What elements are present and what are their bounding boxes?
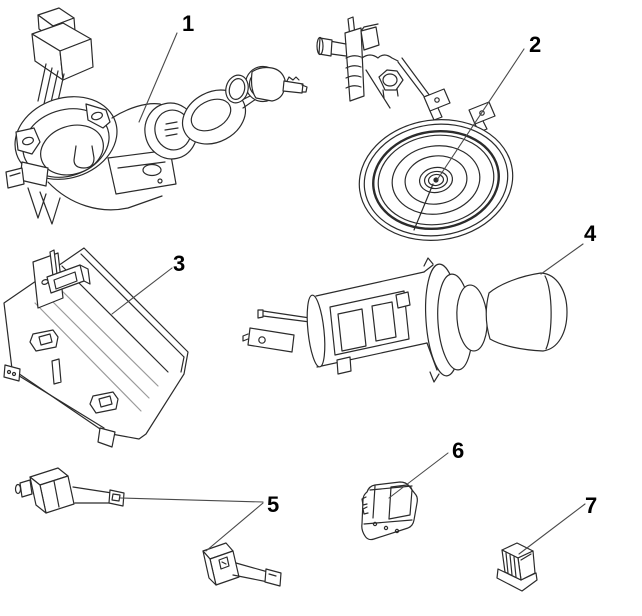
column-clamp (14, 96, 118, 180)
keys-on-ring (181, 65, 308, 145)
part-label-4: 4 (584, 221, 597, 246)
module-clips (29, 329, 119, 414)
leader-line-4 (540, 243, 584, 275)
part-label-2: 2 (529, 32, 541, 57)
part-drawing-horn: 2 (316, 16, 541, 241)
part-drawing-switch-6: 6 (361, 438, 464, 541)
part-drawing-control-module: 3 (3, 247, 189, 448)
lock-housing (5, 103, 177, 225)
leader-line-2 (436, 48, 525, 181)
part-label-6: 6 (452, 438, 464, 463)
lighter-body (306, 257, 440, 383)
lighter-flange (424, 263, 488, 377)
horn-disc (358, 119, 514, 241)
part-label-5: 5 (267, 492, 279, 517)
leader-line-5a (119, 497, 264, 503)
part-drawing-key-pair: 5 (14, 467, 282, 587)
leader-line-3 (111, 267, 173, 315)
part-label-7: 7 (585, 493, 597, 518)
part-drawing-ignition-lock-assembly: 1 (5, 7, 308, 225)
key-lower (202, 542, 282, 587)
connector-block (31, 7, 94, 111)
leader-line-5b (205, 502, 264, 552)
leader-line-1 (138, 32, 178, 123)
lighter-terminal (242, 309, 311, 353)
part-label-3: 3 (173, 251, 185, 276)
part-drawing-cigarette-lighter: 4 (242, 221, 597, 383)
lighter-knob (485, 272, 568, 352)
part-drawing-switch-7: 7 (496, 493, 597, 592)
part-label-1: 1 (182, 11, 194, 36)
module-bracket (32, 249, 91, 309)
horn-bracket (316, 16, 438, 109)
key-upper (14, 467, 125, 514)
leader-line-6 (388, 452, 449, 499)
leader-line-7 (518, 503, 586, 555)
